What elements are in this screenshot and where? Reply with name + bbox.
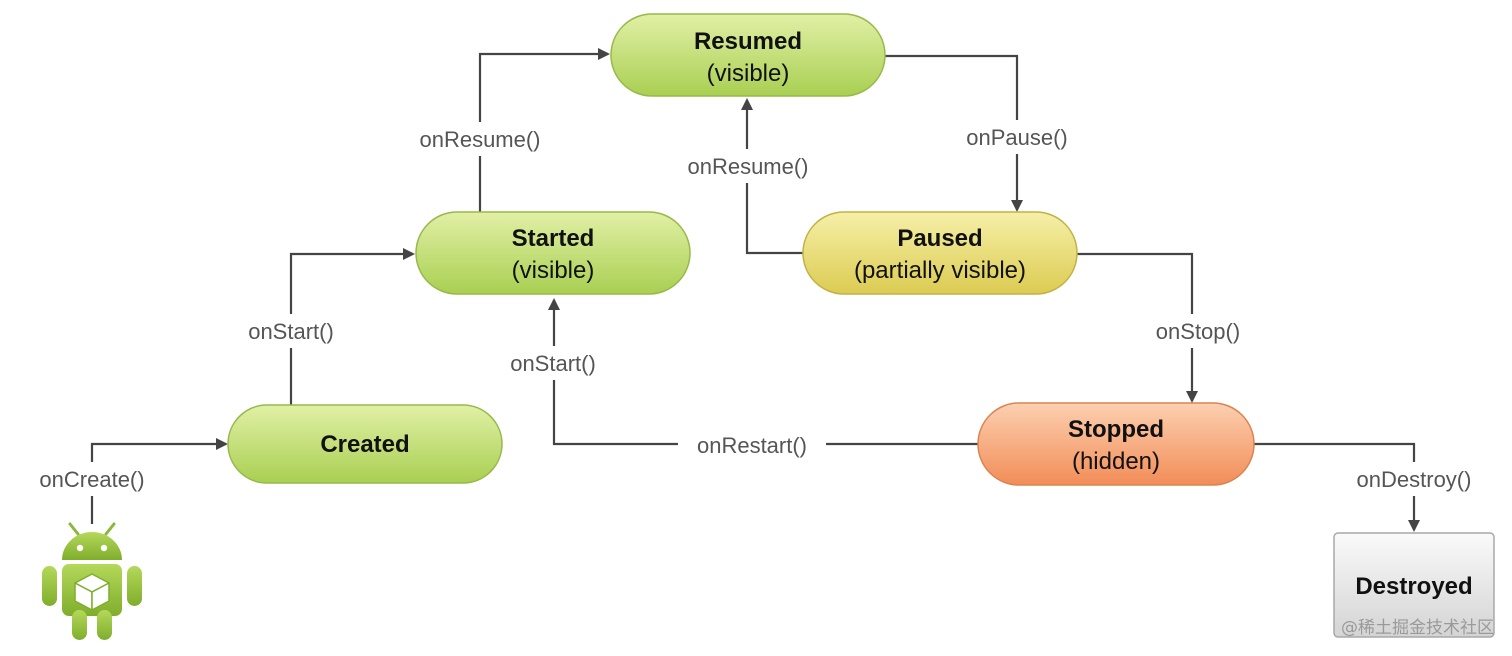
- state-paused-subtitle: (partially visible): [854, 257, 1026, 284]
- label-oncreate: onCreate(): [39, 467, 144, 492]
- state-stopped-title: Stopped: [1068, 416, 1164, 443]
- edge-onresume: [478, 48, 610, 213]
- label-onresume: onResume(): [419, 127, 540, 152]
- edge-onstart: [289, 248, 415, 405]
- label-onstop: onStop(): [1156, 319, 1240, 344]
- edge-onrestart: [548, 298, 978, 446]
- state-destroyed: Destroyed: [1333, 532, 1495, 638]
- state-paused: Paused (partially visible): [802, 211, 1078, 295]
- state-resumed-subtitle: (visible): [707, 60, 790, 87]
- state-created-title: Created: [320, 431, 409, 458]
- state-paused-title: Paused: [897, 225, 982, 252]
- state-stopped: Stopped (hidden): [977, 402, 1255, 486]
- state-destroyed-title: Destroyed: [1355, 573, 1472, 600]
- label-onpause: onPause(): [966, 125, 1068, 150]
- edge-onpause: [885, 54, 1023, 212]
- state-started-title: Started: [512, 225, 595, 252]
- state-started: Started (visible): [415, 211, 691, 295]
- state-created: Created: [227, 404, 503, 484]
- edge-labels: onCreate() onStart() onResume() onPause(…: [22, 120, 1492, 496]
- edge-oncreate: [90, 438, 228, 524]
- label-onstart-from-stopped: onStart(): [510, 351, 596, 376]
- watermark: @稀土掘金技术社区: [1341, 618, 1494, 638]
- label-onstart: onStart(): [248, 319, 334, 344]
- label-onrestart: onRestart(): [697, 433, 807, 458]
- android-robot-icon: [42, 522, 142, 640]
- edge-ondestroy: [1254, 442, 1420, 532]
- edges: [90, 48, 1420, 532]
- state-stopped-subtitle: (hidden): [1072, 448, 1160, 475]
- state-resumed-title: Resumed: [694, 28, 802, 55]
- label-ondestroy: onDestroy(): [1357, 467, 1472, 492]
- edge-onstop: [1077, 252, 1198, 403]
- state-started-subtitle: (visible): [512, 257, 595, 284]
- label-onresume-from-paused: onResume(): [687, 154, 808, 179]
- state-resumed: Resumed (visible): [610, 13, 886, 97]
